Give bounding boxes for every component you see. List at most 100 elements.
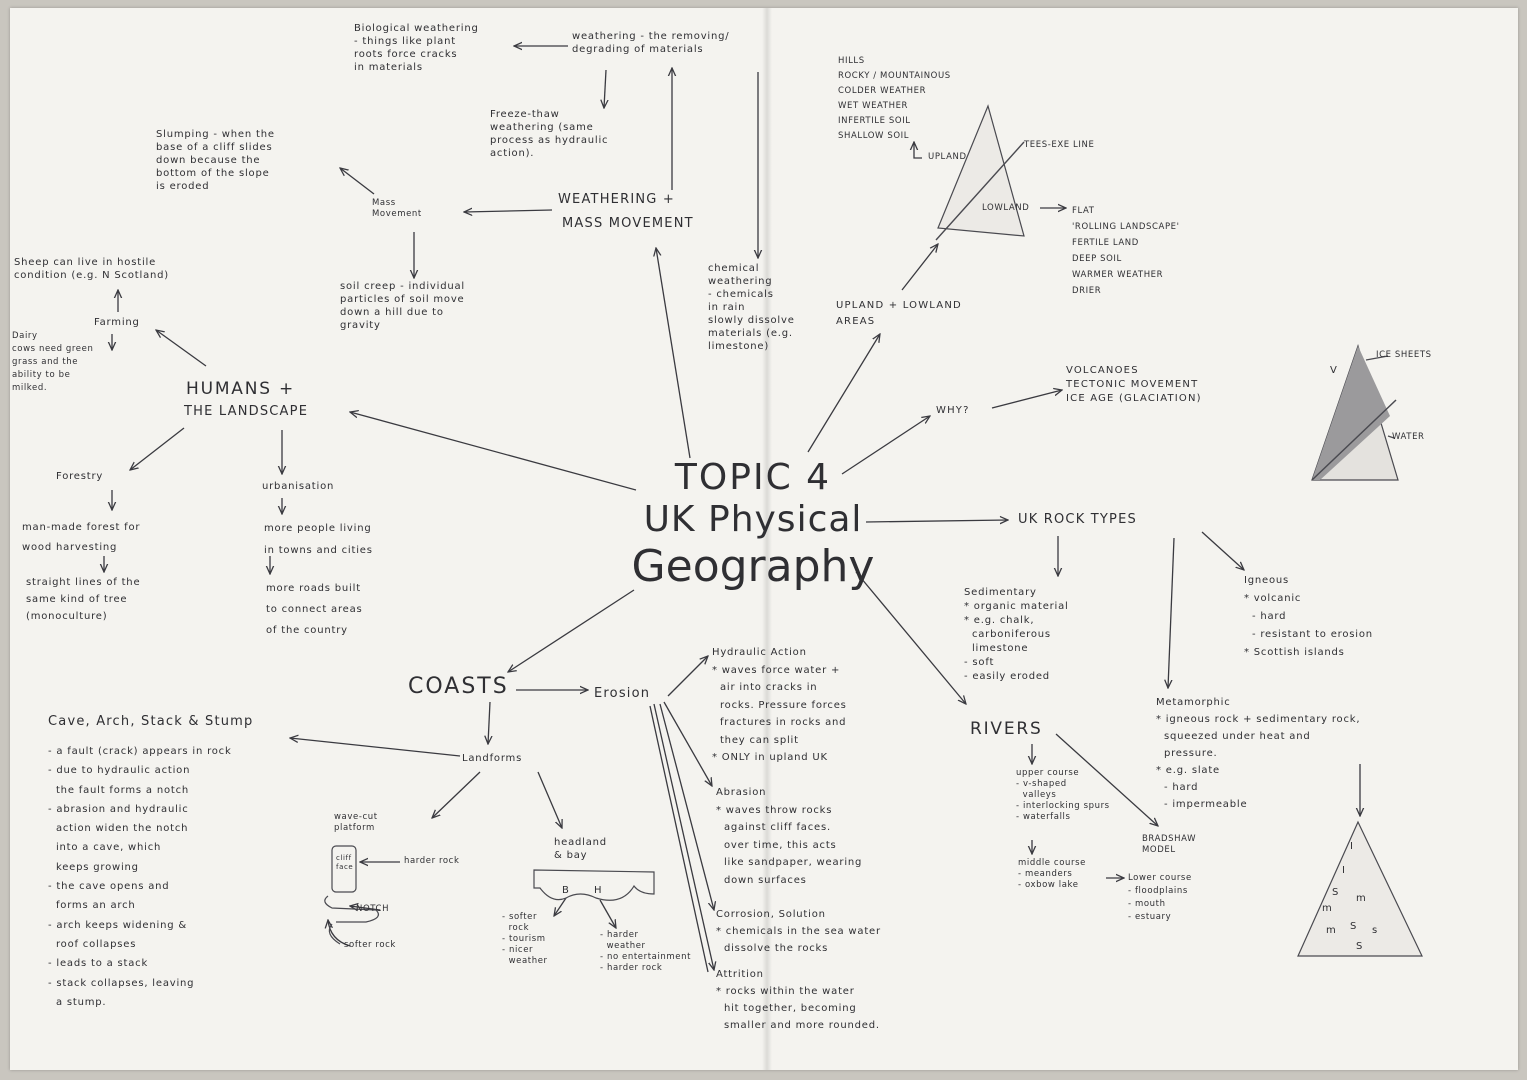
urbanisation-label: urbanisation [262,481,335,492]
headland-letter-h: H [594,885,603,896]
arrow-landforms-to-headland [537,771,562,828]
biological-weathering: Biological weathering - things like plan… [354,23,479,73]
bay-letter-b: B [562,885,570,896]
uk-triangle-diagram [935,104,1025,241]
arrow-center-to-weathering [656,248,691,459]
why-label: WHY? [936,405,970,416]
cave-arch-stack-title: Cave, Arch, Stack & Stump [48,714,254,729]
arrow-h-to-notes [599,899,616,928]
urbanisation-description: more people living in towns and cities [264,523,373,556]
arrow-center-to-rivers [855,571,966,704]
v-label: V [1330,365,1338,376]
arrow-center-to-upland [807,334,880,453]
triangle-letter-4: m [1322,903,1333,914]
corrosion-solution: Corrosion, Solution * chemicals in the s… [716,909,881,954]
lowland-list: FLAT 'ROLLING LANDSCAPE' FERTILE LAND DE… [1072,206,1180,296]
arrow-landforms-to-cave [290,738,461,757]
humans-title-line1: HUMANS + [186,379,296,399]
topic-title: TOPIC 4 UK Physical Geography [628,458,878,592]
rivers-title: RIVERS [970,719,1043,739]
slumping-note: Slumping - when the base of a cliff slid… [156,129,275,192]
arrow-rivers-to-bradshaw [1055,733,1158,826]
sedimentary-rock: Sedimentary * organic material * e.g. ch… [964,587,1069,682]
hydraulic-action: Hydraulic Action * waves force water + a… [712,647,847,763]
arrow-b-to-notes [554,897,567,916]
why-reasons: VOLCANOES TECTONIC MOVEMENT ICE AGE (GLA… [1066,365,1202,404]
arrow-erosion-to-attrition-2 [649,705,709,973]
arrow-upland-to-triangle [901,244,938,291]
soil-creep-note: soil creep - individual particles of soi… [340,281,466,331]
arrow-landforms-to-wavecut [432,771,481,818]
sheep-note: Sheep can live in hostile condition (e.g… [14,257,169,281]
landforms-label: Landforms [462,753,523,764]
arrow-humans-to-forestry [130,427,185,470]
ice-sheets-label: ICE SHEETS [1376,350,1432,360]
lower-course: Lower course - floodplains - mouth - est… [1128,873,1192,922]
dairy-note: Dairy cows need green grass and the abil… [12,331,94,393]
ice-sheets-triangle [1311,344,1399,481]
softer-rock-label: softer rock [344,940,396,950]
lowland-label: LOWLAND [982,203,1030,213]
metamorphic-rock: Metamorphic * igneous rock + sedimentary… [1156,697,1361,810]
tees-exe-line-label: TEES-EXE LINE [1024,140,1095,150]
water-label: WATER [1392,432,1425,442]
page-fold [762,8,772,1070]
roads-note: more roads built to connect areas of the… [266,583,363,636]
monoculture-note: straight lines of the same kind of tree … [26,577,141,622]
igneous-rock: Igneous * volcanic - hard - resistant to… [1244,575,1373,658]
humans-title-line2: THE LANDSCAPE [184,404,309,419]
arrow-center-to-coasts [508,589,635,672]
coasts-title: COASTS [408,674,509,699]
forestry-label: Forestry [56,471,104,482]
mind-map-sheet [10,8,1518,1070]
bradshaw-model-label: BRADSHAW MODEL [1142,834,1197,855]
headland-notes: - harder weather - no entertainment - ha… [600,930,692,973]
arrow-center-to-rocks [865,520,1008,522]
weathering-definition: weathering - the removing/ degrading of … [572,31,730,55]
harder-rock-label: harder rock [404,856,460,866]
topic-title-line2: UK Physical [643,499,863,540]
attrition: Attrition * rocks within the water hit t… [716,969,880,1031]
weathering-title-line1: WEATHERING + [558,192,675,207]
arrow-erosion-to-hydraulic [667,656,708,697]
arrow-humans-to-farming [156,330,207,367]
arrow-softer-rock [328,920,351,947]
headland-bay-label: headland & bay [554,837,607,861]
triangle-letter-1: I [1350,841,1354,852]
arrow-erosion-to-attrition [653,703,714,970]
arrow-erosion-to-corrosion [659,703,714,910]
bay-notes: - softer rock - tourism - nicer weather [502,912,548,966]
mass-movement: Mass Movement [372,198,422,219]
arrow-mass-to-slumping [340,168,375,195]
wave-cut-platform-label: wave-cut platform [334,812,378,833]
arrow-notch [350,906,381,910]
topic-title-line3: Geography [631,541,875,592]
triangle-letter-9: S [1356,941,1364,952]
upland-list: HILLS ROCKY / MOUNTAINOUS COLDER WEATHER… [838,56,951,141]
rock-triangle [1297,820,1423,957]
triangle-letter-8: s [1372,925,1379,936]
arrow-definition-to-freeze [604,69,606,108]
farming-label: Farming [94,317,140,328]
arrow-rocks-to-igneous [1201,531,1244,570]
arrow-weathering-to-mass [464,210,553,212]
notch-label: NOTCH [356,904,390,914]
upper-course: upper course - v-shaped valleys - interl… [1016,768,1110,822]
weathering-title-line2: MASS MOVEMENT [562,216,694,231]
rock-types-title: UK ROCK TYPES [1018,512,1137,527]
arrow-why-to-reasons [991,390,1062,409]
middle-course: middle course - meanders - oxbow lake [1018,858,1086,890]
forest-description: man-made forest for wood harvesting [22,522,141,553]
triangle-letter-3: S [1332,887,1340,898]
arrow-coasts-to-landforms [488,701,490,744]
arrow-upland-hook [914,142,922,159]
triangle-letter-6: m [1326,925,1337,936]
chemical-weathering: chemical weathering - chemicals in rain … [708,263,795,352]
cave-arch-stack-steps: - a fault (crack) appears in rock - due … [48,746,232,1008]
abrasion: Abrasion * waves throw rocks against cli… [716,787,863,886]
upland-label: UPLAND [928,152,967,162]
arrow-center-to-humans [350,412,637,491]
upland-lowland-title: UPLAND + LOWLAND AREAS [836,300,962,327]
arrow-rocks-to-metamorphic [1168,537,1175,688]
